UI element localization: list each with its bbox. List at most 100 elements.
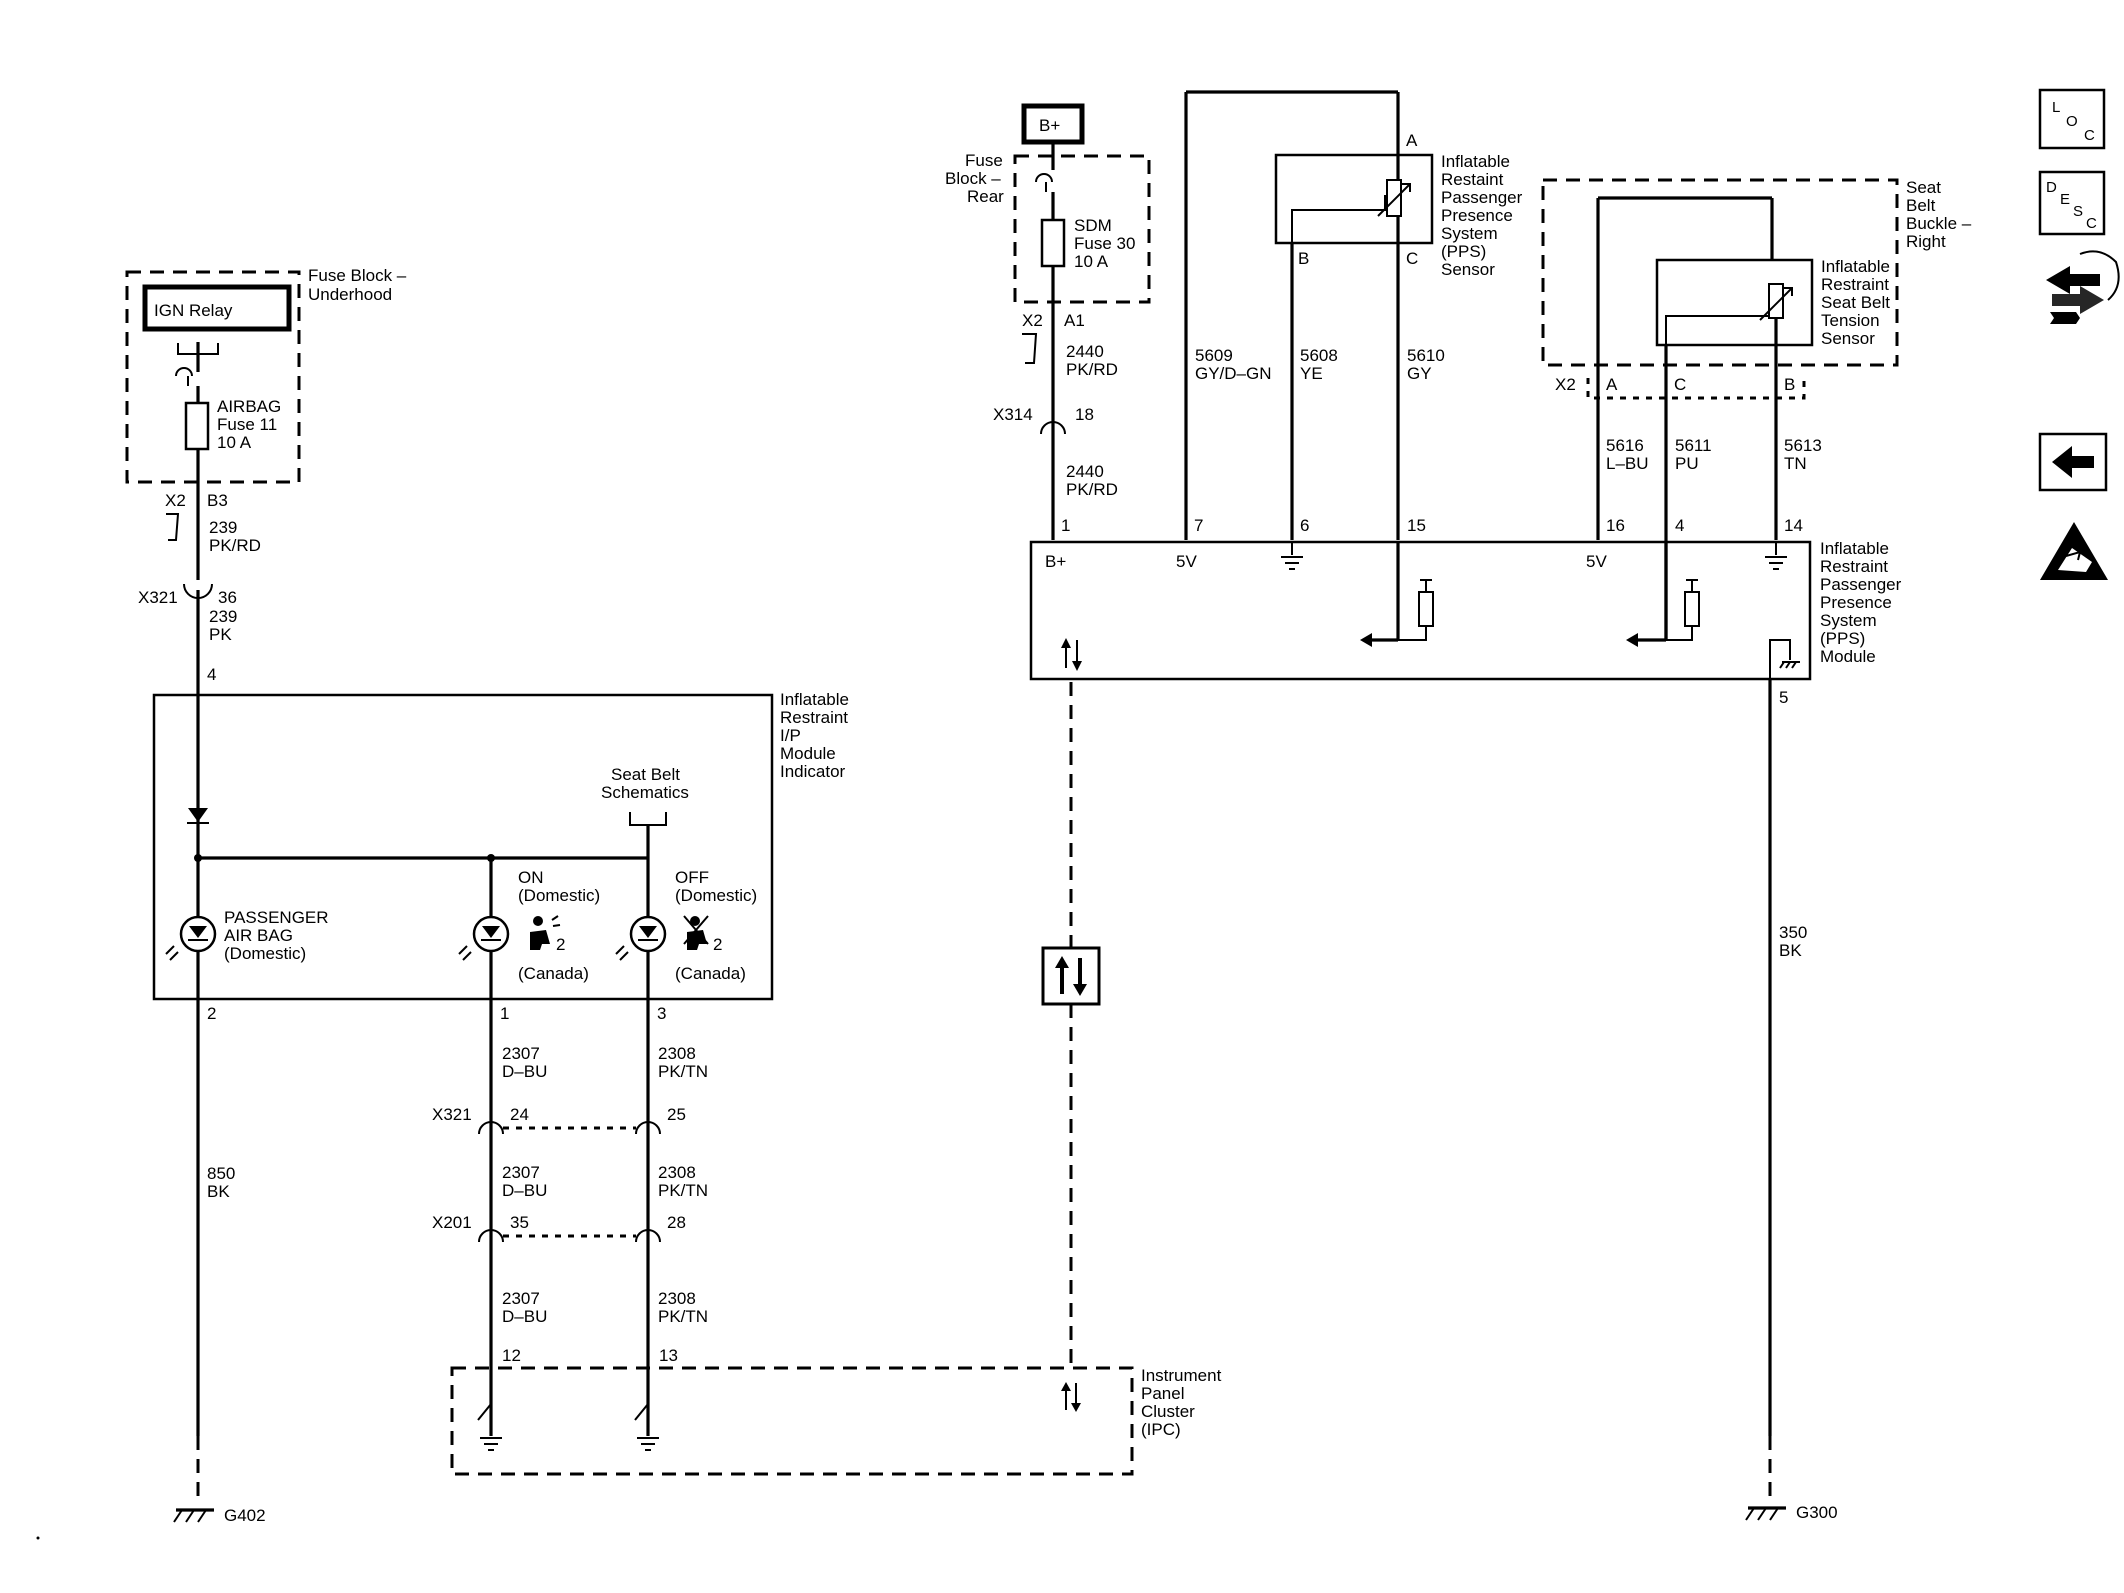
pps-sensor-label: Inflatable Restaint Passenger Presence S… bbox=[1441, 152, 1527, 279]
svg-text:E: E bbox=[2060, 191, 2070, 208]
module-input-4-icon bbox=[1626, 542, 1700, 647]
module-pin-6-label: 6 bbox=[1300, 516, 1309, 535]
wire-2307-b-label: 2307 D–BU bbox=[502, 1163, 547, 1200]
wire-2440b-label: 2440 PK/RD bbox=[1066, 462, 1118, 499]
pin-5-label: 5 bbox=[1779, 688, 1788, 707]
lamp-passenger-label: PASSENGER AIR BAG (Domestic) bbox=[224, 908, 333, 963]
wire-239a-label: 239 PK/RD bbox=[209, 518, 261, 555]
module-pin-7-label: 7 bbox=[1194, 516, 1203, 535]
airbag-fuse-label: AIRBAG Fuse 11 10 A bbox=[217, 397, 286, 452]
pps-pin-a-label: A bbox=[1406, 131, 1418, 150]
ground-g300-icon bbox=[1745, 1506, 1786, 1521]
svg-text:D: D bbox=[2046, 179, 2057, 196]
ipc-box bbox=[450, 1366, 1134, 1476]
nav-icons: L O C D E S C bbox=[2038, 88, 2120, 580]
wire-5611-label: 5611 PU bbox=[1675, 436, 1716, 473]
pin-24-label: 24 bbox=[510, 1105, 529, 1124]
wire-2308-b-label: 2308 PK/TN bbox=[658, 1163, 708, 1200]
pin-13-label: 13 bbox=[659, 1346, 678, 1365]
ipc-switch-13 bbox=[634, 1394, 649, 1436]
tension-sensor-circuit bbox=[1665, 301, 1770, 345]
module-ground-6-icon bbox=[1281, 542, 1303, 570]
pin-3-label: 3 bbox=[657, 1004, 666, 1023]
pin-12-label: 12 bbox=[502, 1346, 521, 1365]
wire-2307-a-label: 2307 D–BU bbox=[502, 1044, 547, 1081]
wire-5609-label: 5609 GY/D–GN bbox=[1195, 346, 1272, 383]
conn-x2-right-label: X2 bbox=[1022, 311, 1043, 330]
module-pin-14-label: 14 bbox=[1784, 516, 1803, 535]
pps-pin-c-label: C bbox=[1406, 249, 1418, 268]
pin-a1-label: A1 bbox=[1064, 311, 1085, 330]
module-5v-b-label: 5V bbox=[1586, 552, 1607, 571]
left-circuit: Fuse Block – Underhood IGN Relay AIRBAG … bbox=[125, 266, 854, 1525]
svg-text:C: C bbox=[2086, 215, 2097, 232]
ip-module-indicator-box bbox=[152, 693, 774, 1001]
conn-x314-label: X314 bbox=[993, 405, 1033, 424]
serial-data-box-icon bbox=[1041, 946, 1101, 1006]
wire-850-label: 850 BK bbox=[207, 1164, 240, 1201]
ipc-label: Instrument Panel Cluster (IPC) bbox=[1141, 1366, 1226, 1439]
lamp-on-canada-label: (Canada) bbox=[518, 964, 589, 983]
tension-sensor-label: Inflatable Restraint Seat Belt Tension S… bbox=[1821, 257, 1895, 348]
seat-belt-schematics-connector bbox=[629, 812, 667, 826]
wire-350-label: 350 BK bbox=[1779, 923, 1812, 960]
desc-icon[interactable]: D E S C bbox=[2038, 170, 2106, 236]
fuse-block-rear-box bbox=[1013, 154, 1151, 304]
buckle-pin-c-label: C bbox=[1674, 375, 1686, 394]
svg-text:2: 2 bbox=[713, 935, 722, 954]
pin-1-label: 1 bbox=[500, 1004, 509, 1023]
connector-end-view-icon[interactable] bbox=[2046, 250, 2120, 324]
wire-5613-label: 5613 TN bbox=[1784, 436, 1827, 473]
ground-g300-label: G300 bbox=[1796, 1503, 1838, 1522]
sdm-fuse-label: SDM Fuse 30 10 A bbox=[1074, 216, 1140, 271]
pps-sensor-circuit bbox=[1291, 195, 1386, 243]
connector-x201-35 bbox=[478, 1229, 504, 1243]
pin-4-label: 4 bbox=[207, 665, 216, 684]
pps-sensor-box bbox=[1274, 153, 1434, 245]
lamp-passenger-airbag-icon bbox=[165, 915, 217, 961]
connector-x2-buckle bbox=[1586, 378, 1806, 400]
module-pin-4-label: 4 bbox=[1675, 516, 1684, 535]
pps-pin-b-label: B bbox=[1298, 249, 1309, 268]
pin-18-label: 18 bbox=[1075, 405, 1094, 424]
module-pin-1-label: 1 bbox=[1061, 516, 1070, 535]
ign-relay-label: IGN Relay bbox=[154, 301, 233, 320]
esd-warning-icon[interactable] bbox=[2040, 522, 2108, 580]
fuse-block-underhood-label: Fuse Block – Underhood bbox=[308, 266, 411, 304]
loc-icon[interactable]: L O C bbox=[2038, 88, 2106, 150]
pin-36-label: 36 bbox=[218, 588, 237, 607]
pin-25-label: 25 bbox=[667, 1105, 686, 1124]
back-arrow-icon[interactable] bbox=[2038, 432, 2108, 492]
module-ground-14-icon bbox=[1765, 542, 1787, 570]
lamp-off-canada-label: (Canada) bbox=[675, 964, 746, 983]
module-chassis-ground-icon bbox=[1769, 639, 1800, 678]
ipc-switch-12 bbox=[477, 1394, 492, 1436]
wire-5608-label: 5608 YE bbox=[1300, 346, 1343, 383]
passenger-airbag-off-icon: 2 bbox=[683, 915, 722, 954]
pin-28-label: 28 bbox=[667, 1213, 686, 1232]
connector-x314-symbol bbox=[1040, 421, 1066, 435]
wire-2308-c-label: 2308 PK/TN bbox=[658, 1289, 708, 1326]
ground-g402-icon bbox=[173, 1508, 214, 1523]
pps-module-label: Inflatable Restraint Passenger Presence … bbox=[1820, 539, 1906, 666]
pps-sensor-resistor-icon bbox=[1386, 179, 1402, 217]
wire-239b-label: 239 PK bbox=[209, 607, 242, 644]
conn-x2-buckle-label: X2 bbox=[1555, 375, 1576, 394]
corner-dot bbox=[36, 1536, 40, 1540]
seat-belt-buckle-box bbox=[1541, 178, 1899, 367]
conn-x201-label: X201 bbox=[432, 1213, 472, 1232]
buckle-pin-a-label: A bbox=[1606, 375, 1618, 394]
ip-module-indicator-label: Inflatable Restraint I/P Module Indicato… bbox=[780, 690, 854, 781]
ipc-ground-13-icon bbox=[637, 1437, 659, 1451]
buckle-pin-b-label: B bbox=[1784, 375, 1795, 394]
svg-text:S: S bbox=[2073, 203, 2083, 220]
lamp-on-icon bbox=[458, 915, 510, 961]
tension-sensor-resistor-icon bbox=[1768, 283, 1784, 319]
module-pin-15-label: 15 bbox=[1407, 516, 1426, 535]
module-pin-16-label: 16 bbox=[1606, 516, 1625, 535]
module-serial-data-arrows-icon bbox=[1061, 638, 1082, 671]
wire-2307-c-label: 2307 D–BU bbox=[502, 1289, 547, 1326]
svg-text:C: C bbox=[2084, 127, 2095, 144]
instrument-panel-cluster: Instrument Panel Cluster (IPC) bbox=[450, 1366, 1226, 1476]
